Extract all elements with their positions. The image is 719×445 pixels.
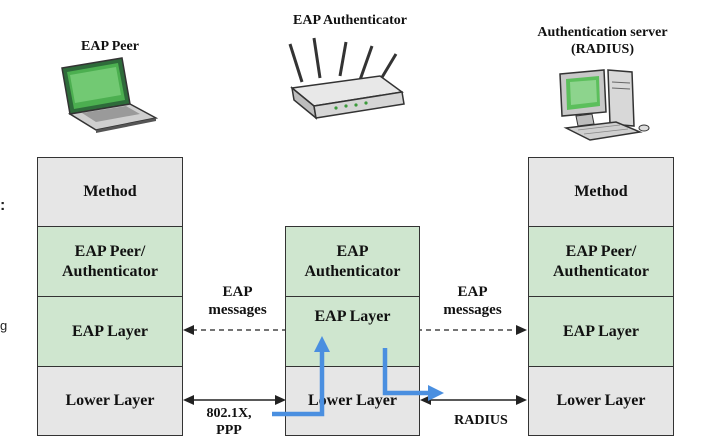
eap-messages-right-line1: EAP <box>457 284 488 300</box>
right-eap-peer-authenticator-layer: EAP Peer/ Authenticator <box>528 226 674 297</box>
eap-messages-right-line2: messages <box>443 302 502 318</box>
left-lower-layer: Lower Layer <box>37 366 183 436</box>
server-computer-icon <box>559 69 650 141</box>
middle-lower-layer: Lower Layer <box>285 366 420 436</box>
right-peer-auth-line2: Authenticator <box>553 262 649 280</box>
eap-messages-left-line1: EAP <box>222 284 253 300</box>
authentication-server-title-line1: Authentication server <box>537 25 668 40</box>
left-peer-auth-line2: Authenticator <box>62 262 158 280</box>
ppp-link-label: 802.1X, PPP <box>198 405 260 439</box>
edge-fragment-g: g <box>0 318 8 333</box>
ppp-link-arrow <box>183 395 286 405</box>
left-eap-layer: EAP Layer <box>37 296 183 367</box>
right-lower-layer: Lower Layer <box>528 366 674 436</box>
left-peer-auth-line1: EAP Peer/ <box>74 242 146 260</box>
left-eap-peer-authenticator-layer: EAP Peer/ Authenticator <box>37 226 183 297</box>
eap-messages-label-right: EAP messages <box>425 283 520 319</box>
radius-link-label: RADIUS <box>454 413 508 428</box>
eap-messages-left-line2: messages <box>208 302 267 318</box>
link-left-line2: PPP <box>216 423 242 438</box>
router-icon <box>288 37 405 120</box>
eap-peer-title: EAP Peer <box>81 39 139 54</box>
middle-eap-auth-line1: EAP <box>336 242 369 260</box>
right-peer-auth-line1: EAP Peer/ <box>565 242 637 260</box>
middle-eap-auth-line2: Authenticator <box>304 262 401 280</box>
left-method-layer: Method <box>37 157 183 227</box>
right-eap-layer: EAP Layer <box>528 296 674 367</box>
authentication-server-title-line2: (RADIUS) <box>571 42 634 57</box>
eap-messages-label-left: EAP messages <box>190 283 285 319</box>
edge-fragment-colon: : <box>0 197 6 214</box>
radius-link-arrow <box>420 395 527 405</box>
eap-authenticator-title: EAP Authenticator <box>293 13 407 28</box>
link-left-line1: 802.1X, <box>206 406 252 421</box>
authentication-server-title: Authentication server (RADIUS) <box>505 24 700 58</box>
middle-eap-layer: EAP Layer <box>285 296 420 367</box>
right-method-layer: Method <box>528 157 674 227</box>
middle-eap-authenticator-layer: EAP Authenticator <box>285 226 420 297</box>
laptop-icon <box>61 57 159 133</box>
